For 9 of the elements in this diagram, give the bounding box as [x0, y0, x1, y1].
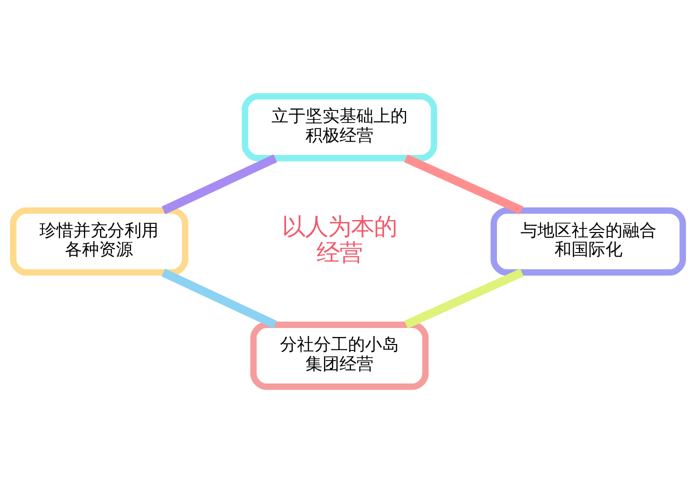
node-box: 珍惜并充分利用各种资源 — [10, 207, 188, 276]
label: 以人为本的经营 — [282, 212, 397, 266]
node-box: 与地区社会的融合和国际化 — [490, 207, 686, 276]
connector — [404, 154, 524, 214]
connector — [161, 268, 277, 329]
connector — [404, 268, 524, 329]
connector — [162, 154, 278, 214]
node-box: 立于坚实基础上的积极经营 — [242, 93, 438, 162]
node-box: 分社分工的小岛集团经营 — [250, 322, 429, 390]
